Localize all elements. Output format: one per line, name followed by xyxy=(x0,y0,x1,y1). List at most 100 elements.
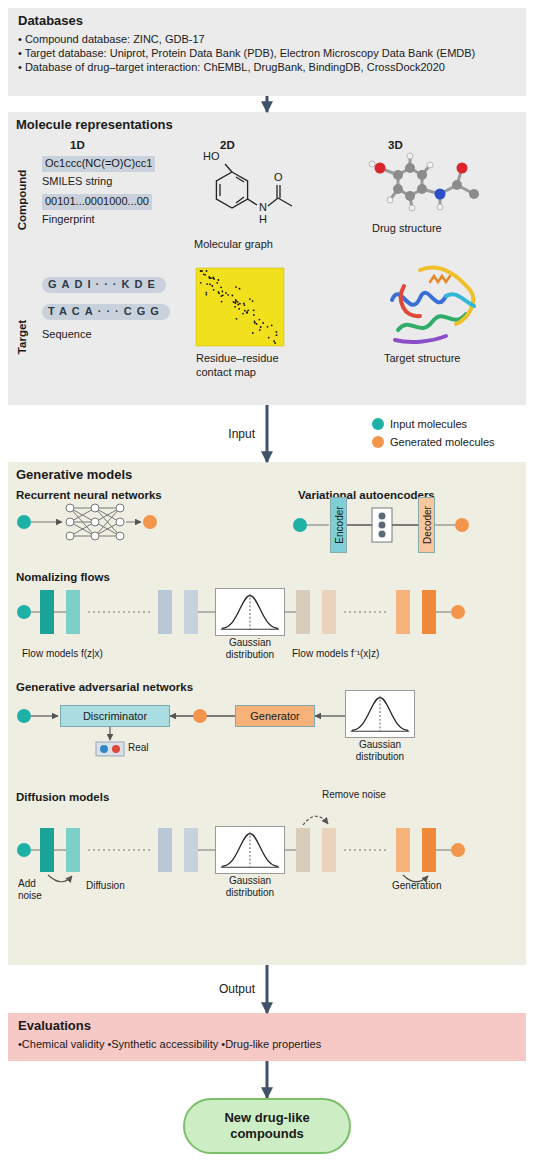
contact-dot xyxy=(221,301,223,303)
molecular-graph xyxy=(216,164,292,208)
bell-curve xyxy=(346,691,414,737)
contact-map xyxy=(200,270,278,344)
contact-dot xyxy=(218,291,220,293)
panel: Generative modelsRecurrent neural networ… xyxy=(8,462,526,965)
vae-parts xyxy=(379,531,386,538)
gaussian-box: Gaussian distribution xyxy=(345,690,415,738)
edge-label: Input xyxy=(226,427,257,441)
flow-blocks xyxy=(88,612,150,613)
panel-text: •Chemical validity •Synthetic accessibil… xyxy=(18,1037,516,1051)
panel-text: 3D xyxy=(388,138,403,152)
contact-dot xyxy=(253,314,255,316)
contact-dot xyxy=(213,277,215,279)
contact-dot xyxy=(206,270,208,272)
rnn-graph xyxy=(116,518,124,526)
rnn-graph xyxy=(116,532,124,540)
panel-text: Nomalizing flows xyxy=(16,570,110,584)
diffusion-blocks xyxy=(31,816,451,882)
drug-3d-structure xyxy=(369,161,375,167)
contact-dot xyxy=(235,302,237,304)
box-label: Generator xyxy=(250,710,300,722)
panel-text: Diffusion models xyxy=(16,790,109,804)
box-label: New drug-like compounds xyxy=(205,1110,329,1141)
panel-text: Molecular graph xyxy=(194,238,273,252)
model-block: Encoder xyxy=(330,497,347,553)
gan-parts xyxy=(31,716,124,756)
box-label: Decoder xyxy=(421,506,432,544)
contact-dot xyxy=(220,286,222,288)
mean-line xyxy=(380,696,381,731)
molecule-dots xyxy=(17,605,31,619)
panel: Databases• Compound database: ZINC, GDB-… xyxy=(8,8,526,96)
drug-3d-structure xyxy=(405,191,415,201)
contact-dot xyxy=(276,334,278,336)
flow-blocks xyxy=(436,612,451,613)
drug-3d-structure xyxy=(393,184,403,194)
box-caption: Gaussian distribution xyxy=(340,739,420,762)
diffusion-blocks xyxy=(66,828,80,872)
contact-dot xyxy=(239,303,241,305)
contact-dot xyxy=(237,304,239,306)
drug-3d-structure xyxy=(457,163,468,174)
legend-text: Input molecules xyxy=(390,418,467,430)
annotation-label: N xyxy=(259,201,267,214)
panel-text: Fingerprint xyxy=(42,213,95,227)
contact-dot xyxy=(256,323,258,325)
flow-blocks xyxy=(396,590,410,634)
legend-row: Input molecules xyxy=(372,418,467,430)
diffusion-blocks xyxy=(344,850,388,851)
diffusion-blocks xyxy=(31,850,40,851)
molecule-dots xyxy=(193,709,207,723)
panel-text: Compound xyxy=(15,170,29,231)
vae-parts xyxy=(379,522,386,529)
panel-text: • Target database: Uniprot, Protein Data… xyxy=(18,46,516,60)
contact-dot xyxy=(252,332,254,334)
annotation-label: Real xyxy=(128,742,149,754)
rnn-graph xyxy=(126,522,141,523)
diffusion-blocks xyxy=(48,875,72,882)
molecular-graph xyxy=(219,184,220,196)
drug-3d-structure xyxy=(393,170,403,180)
mean-line xyxy=(250,832,251,867)
diffusion-blocks xyxy=(54,850,66,851)
panel-text: SMILES string xyxy=(42,175,112,189)
diffusion-blocks xyxy=(396,828,410,872)
panel-heading: Generative models xyxy=(16,467,132,483)
diffusion-blocks xyxy=(422,828,436,872)
contact-dot xyxy=(216,282,218,284)
box-label: Encoder xyxy=(333,506,344,543)
panel-text: • Database of drug–target interaction: C… xyxy=(18,60,516,74)
contact-dot xyxy=(262,322,264,324)
legend-text: Generated molecules xyxy=(390,436,495,448)
panel-text: Oc1ccc(NC(=O)C)cc1 xyxy=(42,156,155,172)
vae-parts xyxy=(372,508,392,542)
protein-ribbon xyxy=(420,268,473,324)
rnn-graph xyxy=(91,504,99,512)
molecular-graph xyxy=(278,198,292,206)
contact-dot xyxy=(211,285,213,287)
contact-dot xyxy=(243,303,245,305)
molecule-dots xyxy=(17,709,31,723)
contact-dot xyxy=(274,342,276,344)
panel-text: Target structure xyxy=(384,352,460,366)
contact-dot xyxy=(237,301,239,303)
panel-heading: Molecule representations xyxy=(16,117,173,133)
box-label: Discriminator xyxy=(83,710,147,722)
rnn-graph xyxy=(66,532,74,540)
contact-dot xyxy=(204,274,206,276)
diffusion-blocks xyxy=(403,875,428,882)
contact-dot xyxy=(234,306,236,308)
panel-text: Variational autoencoders xyxy=(298,488,435,502)
diffusion-blocks xyxy=(158,828,172,872)
contact-dot xyxy=(249,298,251,300)
contact-dot xyxy=(242,313,244,315)
contact-dot xyxy=(220,295,222,297)
legend-swatch xyxy=(372,418,384,430)
gan-parts xyxy=(31,715,58,716)
contact-dot xyxy=(276,331,278,333)
drug-3d-structure xyxy=(407,153,413,159)
panel-text: Residue–residue contact map xyxy=(196,352,296,380)
drug-3d-structure xyxy=(469,189,479,199)
vae-parts xyxy=(434,525,455,526)
